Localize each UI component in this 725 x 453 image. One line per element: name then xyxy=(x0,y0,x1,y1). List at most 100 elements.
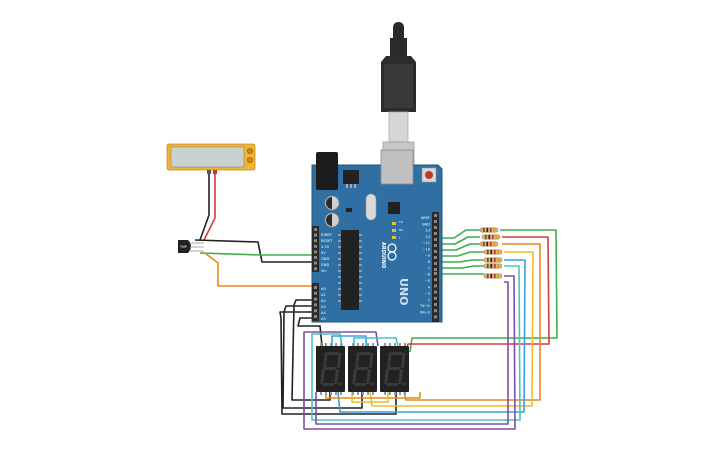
pin-label: TX→1 xyxy=(419,304,430,308)
segment xyxy=(366,369,371,384)
wire-loop-blue[interactable] xyxy=(331,335,367,346)
reset-button-icon[interactable] xyxy=(421,167,437,183)
wire-r7-purple[interactable] xyxy=(303,275,516,430)
segment xyxy=(323,367,337,370)
pin-label: ~3 xyxy=(425,292,430,296)
segment xyxy=(358,352,371,355)
lcd-connector-icon xyxy=(247,148,253,154)
segment xyxy=(390,352,403,355)
segment xyxy=(387,367,401,370)
segment xyxy=(352,369,357,384)
segment xyxy=(386,383,399,386)
chip-pins xyxy=(338,234,362,302)
wire-a3-black[interactable] xyxy=(279,311,397,415)
resistor-icon[interactable] xyxy=(479,241,499,247)
seven-segment-display[interactable] xyxy=(380,343,409,395)
dc-power-jack xyxy=(316,152,338,190)
atmega-chip xyxy=(341,230,359,310)
seven-segment-display[interactable] xyxy=(348,343,377,395)
pin-label: A1 xyxy=(321,293,326,297)
resistor-icon[interactable] xyxy=(483,273,503,279)
lcd-connector-icon xyxy=(247,157,253,163)
brand-logo-text: ARDUINO xyxy=(380,242,386,268)
segment xyxy=(369,353,374,368)
wire-sensor-gnd[interactable] xyxy=(194,239,318,263)
pin-label: 7 xyxy=(428,266,430,270)
wire-r6-cyan[interactable] xyxy=(311,265,521,421)
resistor-icon[interactable] xyxy=(483,249,503,255)
wire-d9-green[interactable] xyxy=(436,259,484,263)
segment xyxy=(387,353,392,368)
pin-label: ~11 xyxy=(422,241,430,245)
pin-label: ~9 xyxy=(425,254,431,258)
lcd-screen xyxy=(170,146,245,168)
sensor-label: TMP xyxy=(179,245,187,249)
wire-a2-black[interactable] xyxy=(282,305,363,409)
wire-sensor-vcc[interactable] xyxy=(199,252,318,256)
wire-r1-green[interactable] xyxy=(409,229,558,353)
temperature-sensor[interactable]: TMP xyxy=(178,240,204,253)
wire-loop-cyan[interactable] xyxy=(353,337,399,347)
wire-lcd-red[interactable] xyxy=(203,172,216,241)
segment xyxy=(384,369,389,384)
segment xyxy=(355,353,360,368)
wire-group xyxy=(194,172,558,430)
wire-loop-purple[interactable] xyxy=(315,281,509,425)
pin-label: 8 xyxy=(428,260,431,264)
arduino-uno-board[interactable]: TX RX L ARDUINO UNO IOREFRESET3.3V5VGNDG… xyxy=(311,149,443,323)
wire-lcd-black[interactable] xyxy=(199,172,210,241)
segment xyxy=(323,353,328,368)
segment xyxy=(334,369,339,384)
tx-label: TX xyxy=(398,220,403,224)
segment xyxy=(355,367,369,370)
segment xyxy=(401,353,406,368)
resistor-icon[interactable] xyxy=(481,234,501,240)
pin-label: ~6 xyxy=(425,273,431,277)
pin-label: 3.3V xyxy=(321,245,330,249)
segment xyxy=(398,369,403,384)
wire-d12-green[interactable] xyxy=(436,236,480,245)
arduino-logo: ARDUINO xyxy=(380,242,397,268)
resistor-icon[interactable] xyxy=(483,263,503,269)
wire-sensor-out[interactable] xyxy=(204,252,318,287)
pin-label: 13 xyxy=(425,229,430,233)
wire-d13-green[interactable] xyxy=(436,229,480,239)
segment xyxy=(326,352,339,355)
decimal-point xyxy=(402,382,406,386)
decimal-point xyxy=(370,382,374,386)
segment xyxy=(322,383,335,386)
pin-label: 12 xyxy=(425,235,430,239)
usb-chip xyxy=(388,202,400,214)
pin-label: AREF xyxy=(421,216,430,220)
model-label: UNO xyxy=(397,278,410,306)
capacitor-icon xyxy=(324,195,340,228)
pin-label: RX←0 xyxy=(420,311,431,315)
crystal-oscillator xyxy=(365,193,377,221)
wire-d11-green[interactable] xyxy=(436,243,480,251)
seven-segment-display[interactable] xyxy=(316,343,345,395)
analog-header xyxy=(312,283,319,321)
digital-header-top xyxy=(432,212,439,274)
pin-label: IOREF xyxy=(321,233,332,237)
pin-label: ~5 xyxy=(425,279,430,283)
power-header xyxy=(312,226,319,272)
wire-d8-green[interactable] xyxy=(436,265,484,269)
rx-label: RX xyxy=(399,228,403,232)
pin-label: GND xyxy=(422,222,430,226)
pin-label: 4 xyxy=(428,285,431,289)
decimal-point xyxy=(338,382,342,386)
wire-r5-blue[interactable] xyxy=(337,259,526,413)
pin-label: A4 xyxy=(321,311,326,315)
pin-label: A0 xyxy=(321,287,326,291)
segment xyxy=(354,383,367,386)
segment xyxy=(337,353,342,368)
resistor-icon[interactable] xyxy=(479,227,499,233)
resistor-icon[interactable] xyxy=(483,257,503,263)
l-label: L xyxy=(399,236,401,240)
lcd-module[interactable] xyxy=(166,143,256,174)
wire-d10-green[interactable] xyxy=(436,251,484,257)
wire-loop-yellow[interactable] xyxy=(351,392,389,403)
pin-label: A3 xyxy=(321,305,326,309)
